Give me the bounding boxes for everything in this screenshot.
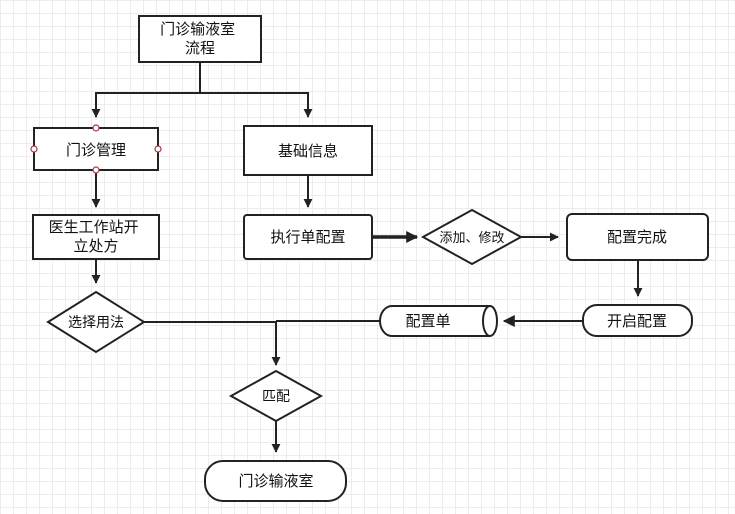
node-add-modify-label: 添加、修改 — [439, 231, 504, 246]
edge-start-to-basic-info — [200, 92, 313, 118]
svg-text:门诊输液室 流程: 门诊输液室 流程 — [160, 20, 240, 57]
node-match[interactable]: 匹配 — [228, 369, 324, 423]
node-start-line1: 门诊输液室 — [160, 20, 235, 38]
node-config-list[interactable]: 配置单 — [379, 305, 498, 337]
node-workstation-line2: 立处方 — [73, 237, 118, 255]
node-workstation-line1: 医生工作站开 — [49, 218, 139, 236]
node-choose-usage-label: 选择用法 — [68, 315, 124, 331]
connection-handle-top[interactable] — [92, 124, 100, 132]
edge-start-to-clinic-mgmt — [91, 62, 201, 118]
node-add-modify[interactable]: 添加、修改 — [420, 208, 524, 266]
node-basic-info[interactable]: 基础信息 — [243, 125, 373, 176]
connection-handle-left[interactable] — [30, 145, 38, 153]
node-infusion-room-label: 门诊输液室 — [238, 472, 313, 490]
node-match-label: 匹配 — [262, 389, 290, 405]
edge-choose-usage-to-match — [144, 321, 281, 366]
svg-text:医生工作站开 立处方: 医生工作站开 立处方 — [49, 218, 144, 255]
node-config-list-label: 配置单 — [405, 312, 450, 330]
node-basic-info-label: 基础信息 — [278, 142, 338, 160]
node-infusion-room[interactable]: 门诊输液室 — [204, 460, 347, 502]
node-exec-config-label: 执行单配置 — [270, 228, 345, 246]
connection-handle-bottom[interactable] — [92, 166, 100, 174]
node-config-done-label: 配置完成 — [607, 228, 667, 246]
node-config-done[interactable]: 配置完成 — [566, 213, 709, 261]
node-enable-config-label: 开启配置 — [607, 312, 667, 330]
node-start-line2: 流程 — [185, 39, 215, 57]
node-exec-config[interactable]: 执行单配置 — [243, 214, 373, 260]
node-clinic-mgmt[interactable]: 门诊管理 — [30, 124, 162, 174]
node-enable-config[interactable]: 开启配置 — [582, 304, 693, 337]
connection-handle-right[interactable] — [154, 145, 162, 153]
node-workstation[interactable]: 医生工作站开 立处方 — [32, 214, 160, 260]
node-start[interactable]: 门诊输液室 流程 — [138, 15, 262, 63]
node-clinic-mgmt-label: 门诊管理 — [66, 141, 126, 159]
cylinder-end-arc — [482, 305, 491, 337]
node-choose-usage[interactable]: 选择用法 — [46, 290, 146, 354]
